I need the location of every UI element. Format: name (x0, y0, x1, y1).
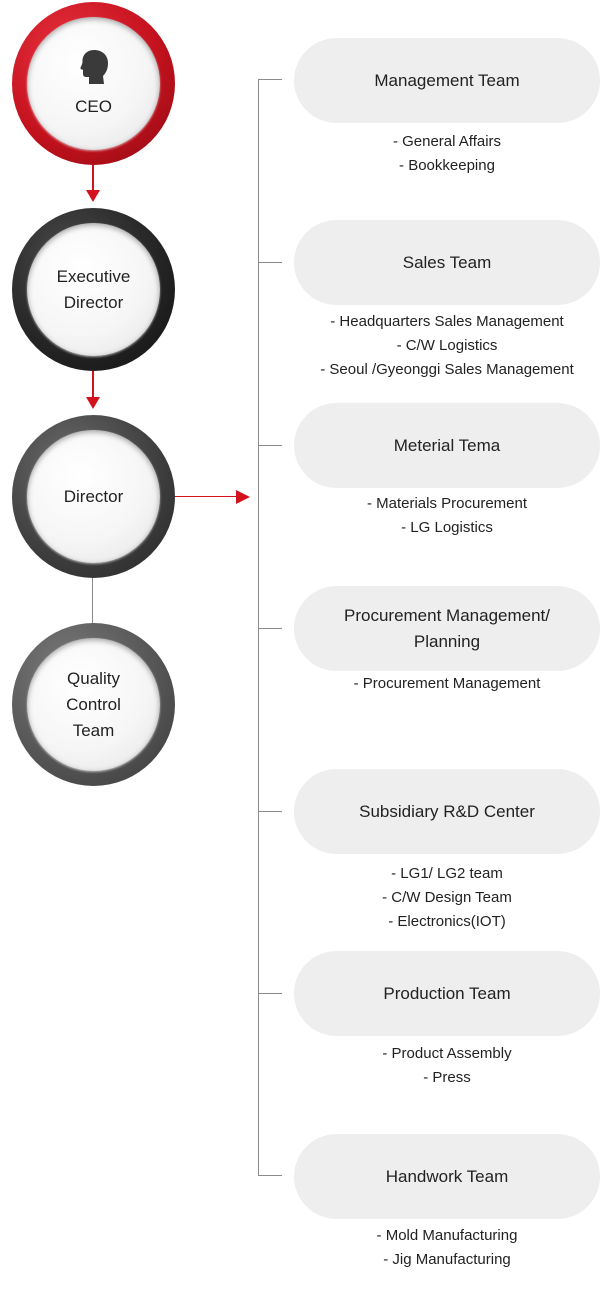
team-pill-production: Production Team (294, 951, 600, 1036)
duty-item: - Product Assembly (382, 1045, 512, 1062)
duty-item: - LG1/ LG2 team (391, 865, 503, 882)
director-to-quality-connector (92, 578, 93, 626)
duty-item: - Jig Manufacturing (383, 1251, 511, 1268)
team-bracket-tick (258, 79, 282, 80)
duty-item: - Seoul /Gyeonggi Sales Management (320, 361, 574, 378)
executive-to-director-connector (92, 371, 94, 399)
team-bracket-spine (258, 79, 259, 1176)
arrow-down-icon (86, 190, 100, 202)
director-to-teams-connector (175, 496, 239, 497)
team-bracket-tick (258, 262, 282, 263)
director-node-inner: Director (27, 430, 160, 563)
duty-item: - Bookkeeping (399, 157, 495, 174)
director-node: Director (12, 415, 175, 578)
ceo-to-executive-connector (92, 165, 94, 193)
team-duties-sales: - Headquarters Sales Management - C/W Lo… (294, 310, 600, 382)
team-duties-procurement: - Procurement Management (294, 672, 600, 696)
team-pill-material: Meterial Tema (294, 403, 600, 488)
team-name: Sales Team (402, 252, 492, 272)
quality-control-label: Quality Control Team (66, 668, 121, 740)
duty-item: - C/W Logistics (396, 337, 498, 354)
team-pill-management: Management Team (294, 38, 600, 123)
team-pill-sales: Sales Team (294, 220, 600, 305)
team-name: Production Team (383, 983, 511, 1003)
executive-director-node: Executive Director (12, 208, 175, 371)
team-name: Subsidiary R&D Center (359, 801, 535, 821)
duty-item: - Headquarters Sales Management (330, 313, 564, 330)
team-duties-rnd: - LG1/ LG2 team - C/W Design Team - Elec… (294, 862, 600, 934)
team-name: Management Team (374, 70, 520, 90)
executive-director-label: Executive Director (56, 266, 131, 312)
arrow-right-icon (236, 490, 250, 504)
team-bracket-tick (258, 993, 282, 994)
duty-item: - C/W Design Team (382, 889, 512, 906)
team-pill-rnd: Subsidiary R&D Center (294, 769, 600, 854)
quality-control-node: Quality Control Team (12, 623, 175, 786)
director-label: Director (63, 486, 124, 506)
duty-item: - General Affairs (392, 133, 502, 150)
team-duties-production: - Product Assembly - Press (294, 1042, 600, 1090)
duty-item: - LG Logistics (401, 519, 493, 536)
team-bracket-tick (258, 628, 282, 629)
team-pill-procurement: Procurement Management/ Planning (294, 586, 600, 671)
team-bracket-tick (258, 1175, 282, 1176)
duty-item: - Mold Manufacturing (376, 1227, 518, 1244)
executive-director-node-inner: Executive Director (27, 223, 160, 356)
team-duties-handwork: - Mold Manufacturing - Jig Manufacturing (294, 1224, 600, 1272)
team-bracket-tick (258, 445, 282, 446)
team-name: Handwork Team (385, 1166, 509, 1186)
ceo-label: CEO (75, 96, 112, 116)
team-duties-material: - Materials Procurement - LG Logistics (294, 492, 600, 540)
arrow-down-icon (86, 397, 100, 409)
team-duties-management: - General Affairs - Bookkeeping (294, 130, 600, 178)
ceo-node: CEO (12, 2, 175, 165)
team-name: Procurement Management/ Planning (344, 605, 550, 651)
duty-item: - Materials Procurement (366, 495, 528, 512)
team-bracket-tick (258, 811, 282, 812)
quality-control-node-inner: Quality Control Team (27, 638, 160, 771)
team-name: Meterial Tema (393, 435, 501, 455)
team-pill-handwork: Handwork Team (294, 1134, 600, 1219)
duty-item: - Electronics(IOT) (388, 913, 506, 930)
duty-item: - Procurement Management (353, 675, 541, 692)
person-head-icon (79, 49, 108, 84)
duty-item: - Press (423, 1069, 471, 1086)
ceo-node-inner: CEO (27, 17, 160, 150)
